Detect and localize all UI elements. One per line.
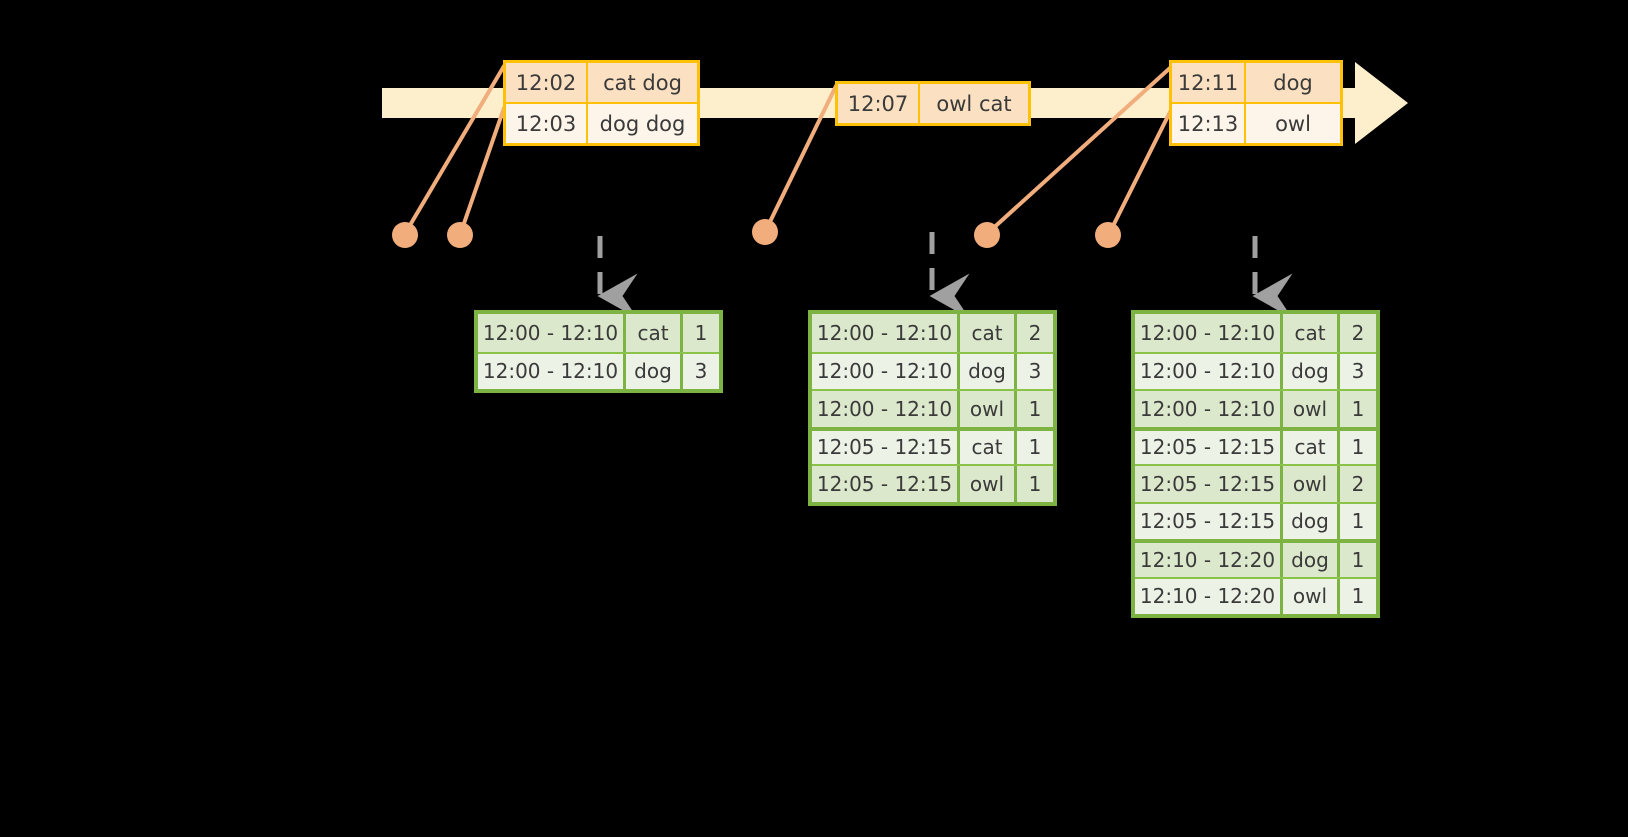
cell-window: 12:00 - 12:10 — [812, 314, 960, 352]
cell-window: 12:05 - 12:15 — [812, 466, 960, 502]
connector-dots — [392, 219, 1121, 248]
event-words: dog — [1273, 70, 1313, 95]
cell-window: 12:05 - 12:15 — [1135, 430, 1283, 464]
cell-window: 12:10 - 12:20 — [1135, 578, 1283, 614]
event-group-1[interactable]: 12:02 cat dog 12:03 dog dog — [503, 60, 700, 146]
cell-window: 12:00 - 12:10 — [1135, 353, 1283, 389]
cell-count: 1 — [1028, 435, 1042, 460]
cell-word: dog — [626, 353, 683, 389]
cell-count: 1 — [1351, 435, 1365, 460]
cell-window: 12:00 - 12:10 — [478, 314, 626, 352]
cell-count: 3 — [1351, 359, 1365, 384]
cell-word: owl — [960, 466, 1017, 502]
event-row[interactable]: 12:11 dog — [1172, 63, 1340, 102]
event-words: owl — [1275, 111, 1311, 136]
connector-dot — [752, 219, 778, 245]
cell-count: 1 — [1028, 396, 1042, 421]
connector-dot — [1095, 222, 1121, 248]
event-row[interactable]: 12:07 owl cat — [838, 84, 1028, 123]
cell-window: 12:00 - 12:10 — [1135, 391, 1283, 427]
cell-count: 1 — [1351, 509, 1365, 534]
cell-count: 1 — [1028, 471, 1042, 496]
event-group-2[interactable]: 12:07 owl cat — [835, 81, 1031, 126]
cell-word: owl — [960, 391, 1017, 427]
event-group-3[interactable]: 12:11 dog 12:13 owl — [1169, 60, 1343, 146]
connector-line-2 — [459, 106, 506, 234]
cell-window: 12:00 - 12:10 — [1135, 314, 1283, 352]
cell-count: 3 — [694, 359, 708, 384]
cell-word: dog — [1283, 353, 1340, 389]
cell-window: 12:05 - 12:15 — [812, 430, 960, 464]
cell-word: cat — [1283, 430, 1340, 464]
event-time: 12:07 — [838, 84, 920, 123]
cell-count: 2 — [1351, 320, 1365, 345]
cell-count: 1 — [1351, 584, 1365, 609]
event-row[interactable]: 12:02 cat dog — [506, 63, 697, 102]
cell-window: 12:10 - 12:20 — [1135, 543, 1283, 577]
cell-window: 12:05 - 12:15 — [1135, 466, 1283, 502]
cell-window: 12:05 - 12:15 — [1135, 503, 1283, 539]
cell-word: owl — [1283, 578, 1340, 614]
cell-word: cat — [960, 314, 1017, 352]
connector-line-3 — [764, 84, 838, 232]
cell-word: cat — [626, 314, 683, 352]
dashed-flow-arrows — [597, 232, 1293, 319]
event-row[interactable]: 12:03 dog dog — [506, 102, 697, 143]
cell-word: cat — [960, 430, 1017, 464]
cell-window: 12:00 - 12:10 — [812, 353, 960, 389]
event-words: owl cat — [936, 91, 1012, 116]
cell-window: 12:00 - 12:10 — [478, 353, 626, 389]
cell-word: owl — [1283, 391, 1340, 427]
event-row[interactable]: 12:13 owl — [1172, 102, 1340, 143]
cell-count: 1 — [694, 320, 708, 345]
cell-count: 3 — [1028, 359, 1042, 384]
event-words: cat dog — [603, 70, 682, 95]
event-words: dog dog — [599, 111, 686, 136]
event-time: 12:11 — [1172, 63, 1246, 102]
connector-dot — [447, 222, 473, 248]
event-time: 12:03 — [506, 104, 588, 143]
connector-line-5 — [1108, 110, 1172, 234]
cell-count: 1 — [1351, 547, 1365, 572]
cell-word: cat — [1283, 314, 1340, 352]
connector-line-1 — [404, 64, 506, 234]
cell-window: 12:00 - 12:10 — [812, 391, 960, 427]
event-time: 12:13 — [1172, 104, 1246, 143]
cell-word: dog — [1283, 543, 1340, 577]
cell-word: owl — [1283, 466, 1340, 502]
cell-word: dog — [960, 353, 1017, 389]
cell-word: dog — [1283, 503, 1340, 539]
connector-dot — [392, 222, 418, 248]
event-time: 12:02 — [506, 63, 588, 102]
cell-count: 2 — [1028, 320, 1042, 345]
connector-dot — [974, 222, 1000, 248]
cell-count: 1 — [1351, 396, 1365, 421]
cell-count: 2 — [1351, 471, 1365, 496]
